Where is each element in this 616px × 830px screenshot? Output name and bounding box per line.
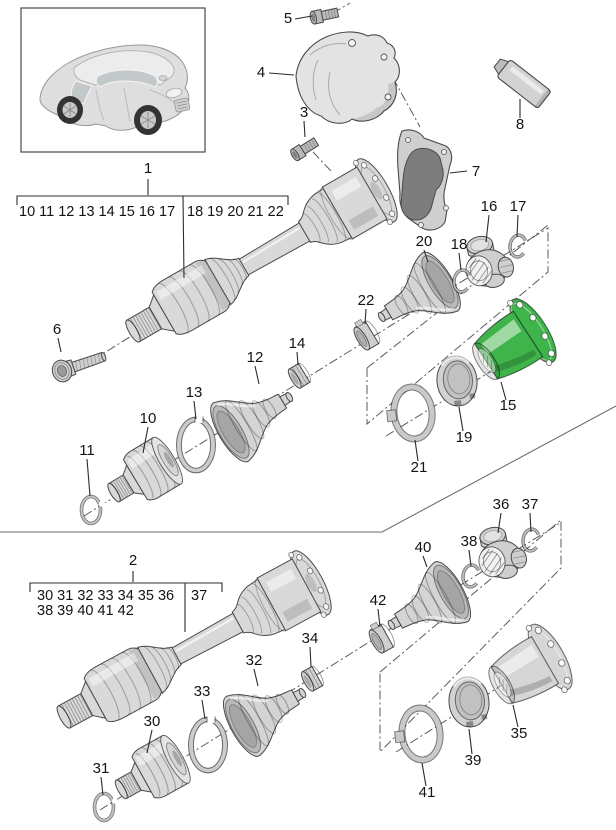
callout-16[interactable]: 16 bbox=[481, 198, 498, 215]
callout-2[interactable]: 2 bbox=[129, 552, 137, 569]
car-inset-illustration bbox=[39, 44, 191, 135]
ref-box-2-bracket bbox=[29, 582, 223, 592]
callout-3[interactable]: 3 bbox=[300, 104, 308, 121]
ref-box-1-cell-left[interactable]: 10 11 12 13 14 15 16 17 bbox=[19, 204, 175, 220]
part-36-tripod-joint[interactable] bbox=[471, 521, 531, 585]
callout-13[interactable]: 13 bbox=[186, 384, 203, 401]
ref-box-2-cell-left-row1[interactable]: 30 31 32 33 34 35 36 bbox=[37, 588, 174, 604]
callout-6[interactable]: 6 bbox=[53, 321, 61, 338]
part-14-bushing[interactable] bbox=[285, 361, 314, 391]
part-2-drive-shaft[interactable] bbox=[41, 543, 341, 753]
callout-15[interactable]: 15 bbox=[500, 397, 517, 414]
axis-line-bolt3 bbox=[312, 151, 332, 172]
callout-5[interactable]: 5 bbox=[284, 10, 292, 27]
ref-box-1-divider bbox=[182, 195, 185, 279]
part-7-bracket[interactable] bbox=[397, 129, 453, 231]
part-41-band-clamp[interactable] bbox=[392, 703, 446, 766]
callout-37[interactable]: 37 bbox=[522, 496, 539, 513]
part-19-collar[interactable] bbox=[432, 352, 482, 410]
part-10-cv-joint[interactable] bbox=[96, 433, 188, 519]
part-4-heat-shield[interactable] bbox=[295, 31, 400, 124]
part-18-ring[interactable] bbox=[450, 267, 472, 295]
ref-box-1: 10 11 12 13 14 15 16 17 18 19 20 21 22 bbox=[16, 179, 289, 279]
callout-36[interactable]: 36 bbox=[493, 496, 510, 513]
callout-8[interactable]: 8 bbox=[516, 116, 524, 133]
callout-20[interactable]: 20 bbox=[416, 233, 433, 250]
part-30-cv-joint[interactable] bbox=[104, 731, 196, 816]
part-31-snap-ring[interactable] bbox=[92, 791, 121, 823]
part-33-circlip[interactable] bbox=[189, 716, 228, 773]
inset-car-box bbox=[20, 7, 206, 153]
part-38-ring[interactable] bbox=[459, 562, 481, 590]
callout-22[interactable]: 22 bbox=[358, 292, 375, 309]
part-37-ring[interactable] bbox=[519, 526, 541, 554]
part-8-grease-tube[interactable] bbox=[490, 54, 552, 109]
callout-1[interactable]: 1 bbox=[144, 160, 152, 177]
callout-19[interactable]: 19 bbox=[456, 429, 473, 446]
callout-7[interactable]: 7 bbox=[472, 163, 480, 180]
part-13-circlip[interactable] bbox=[177, 416, 216, 473]
ref-box-1-cell-right[interactable]: 18 19 20 21 22 bbox=[187, 204, 284, 220]
callout-18[interactable]: 18 bbox=[451, 236, 468, 253]
callout-4[interactable]: 4 bbox=[257, 64, 265, 81]
part-3-bolt[interactable] bbox=[288, 135, 321, 163]
part-20-cv-boot[interactable] bbox=[360, 245, 469, 349]
ref-box-1-bracket bbox=[16, 195, 289, 205]
callout-30[interactable]: 30 bbox=[144, 713, 161, 730]
part-22-clamp[interactable] bbox=[348, 315, 384, 353]
part-6-bolt[interactable] bbox=[48, 345, 110, 385]
part-16-tripod-joint[interactable] bbox=[458, 230, 518, 294]
callout-10[interactable]: 10 bbox=[140, 410, 157, 427]
part-21-band-clamp[interactable] bbox=[384, 382, 438, 445]
part-34-bushing[interactable] bbox=[298, 664, 327, 694]
callout-33[interactable]: 33 bbox=[194, 683, 211, 700]
section-divider bbox=[0, 405, 616, 533]
callout-34[interactable]: 34 bbox=[302, 630, 319, 647]
part-5-bolt[interactable] bbox=[308, 5, 340, 26]
part-35-joint-housing[interactable] bbox=[474, 616, 582, 724]
callout-21[interactable]: 21 bbox=[411, 459, 428, 476]
axis-line-shield-bracket bbox=[392, 77, 421, 128]
ref-box-2-cell-left-row2[interactable]: 38 39 40 41 42 bbox=[37, 603, 134, 619]
callout-42[interactable]: 42 bbox=[370, 592, 387, 609]
callout-labels: 1 2 3 4 5 6 7 8 10 11 12 13 14 15 16 17 … bbox=[53, 10, 539, 801]
callout-32[interactable]: 32 bbox=[246, 652, 263, 669]
callout-17[interactable]: 17 bbox=[510, 198, 527, 215]
part-11-snap-ring[interactable] bbox=[79, 494, 108, 526]
callout-12[interactable]: 12 bbox=[247, 349, 264, 366]
callout-41[interactable]: 41 bbox=[419, 784, 436, 801]
callout-35[interactable]: 35 bbox=[511, 725, 528, 742]
leader-lines bbox=[57, 15, 532, 796]
part-17-ring[interactable] bbox=[506, 232, 528, 260]
callout-11[interactable]: 11 bbox=[79, 442, 95, 459]
ref-box-2-cell-right[interactable]: 37 bbox=[191, 588, 207, 604]
callout-40[interactable]: 40 bbox=[415, 539, 432, 556]
callout-14[interactable]: 14 bbox=[289, 335, 306, 352]
callout-38[interactable]: 38 bbox=[461, 533, 478, 550]
part-39-collar[interactable] bbox=[444, 673, 494, 731]
callout-39[interactable]: 39 bbox=[465, 752, 482, 769]
ref-box-2: 30 31 32 33 34 35 36 38 39 40 41 42 37 bbox=[29, 571, 223, 632]
callout-31[interactable]: 31 bbox=[93, 760, 110, 777]
